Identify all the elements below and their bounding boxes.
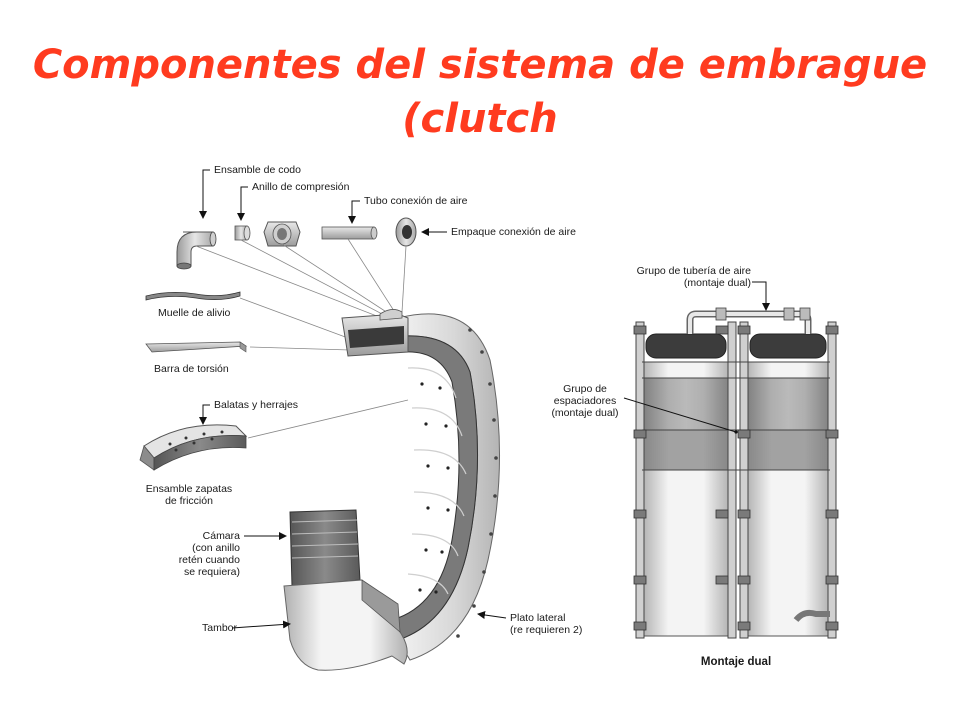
balatas-arrow xyxy=(199,404,210,425)
label-espaciadores-l1: Grupo de xyxy=(563,383,607,395)
compression-ring-part xyxy=(234,225,251,241)
label-empaque-conexion: Empaque conexión de aire xyxy=(451,226,576,238)
friction-shoe-part xyxy=(139,424,248,471)
slide-title-line1: Componentes del sistema de embrague xyxy=(32,42,928,88)
label-tambor: Tambor xyxy=(202,622,238,634)
torsion-bar-part xyxy=(145,341,248,353)
clutch-assembly xyxy=(283,309,501,671)
label-zapatas-l2: de fricción xyxy=(165,495,213,507)
label-tuberia-l1: Grupo de tubería de aire xyxy=(637,265,752,277)
label-montaje-dual: Montaje dual xyxy=(701,656,771,668)
label-ensamble-codo: Ensamble de codo xyxy=(214,164,301,176)
label-tubo-conexion: Tubo conexión de aire xyxy=(364,195,468,207)
dual-mount-diagram xyxy=(623,281,839,639)
label-balatas: Balatas y herrajes xyxy=(214,399,298,411)
relief-spring-part xyxy=(145,291,241,301)
label-anillo-compresion: Anillo de compresión xyxy=(252,181,350,193)
label-camara-l3: retén cuando xyxy=(179,554,240,566)
label-plato-l2: (re requieren 2) xyxy=(510,624,582,636)
air-tube-part xyxy=(321,226,378,240)
label-tuberia-l2: (montaje dual) xyxy=(684,277,751,289)
label-barra-torsion: Barra de torsión xyxy=(154,363,229,375)
label-muelle-alivio: Muelle de alivio xyxy=(158,307,231,319)
slide-title: Componentes del sistema de embrague (clu… xyxy=(0,38,960,146)
leader-lines xyxy=(195,238,409,439)
label-espaciadores-l3: (montaje dual) xyxy=(551,407,618,419)
top-callouts xyxy=(199,169,447,236)
elbow-part xyxy=(176,231,217,270)
label-camara-l1: Cámara xyxy=(203,530,241,542)
slide-title-line2: (clutch xyxy=(402,96,558,142)
label-camara-l4: se requiera) xyxy=(184,566,240,578)
hex-nut-part xyxy=(263,221,301,247)
label-plato-l1: Plato lateral xyxy=(510,612,565,624)
left-callouts xyxy=(231,532,507,629)
label-espaciadores-l2: espaciadores xyxy=(554,395,616,407)
label-zapatas-l1: Ensamble zapatas xyxy=(146,483,232,495)
label-camara-l2: (con anillo xyxy=(192,542,240,554)
air-gasket-part xyxy=(395,217,417,247)
